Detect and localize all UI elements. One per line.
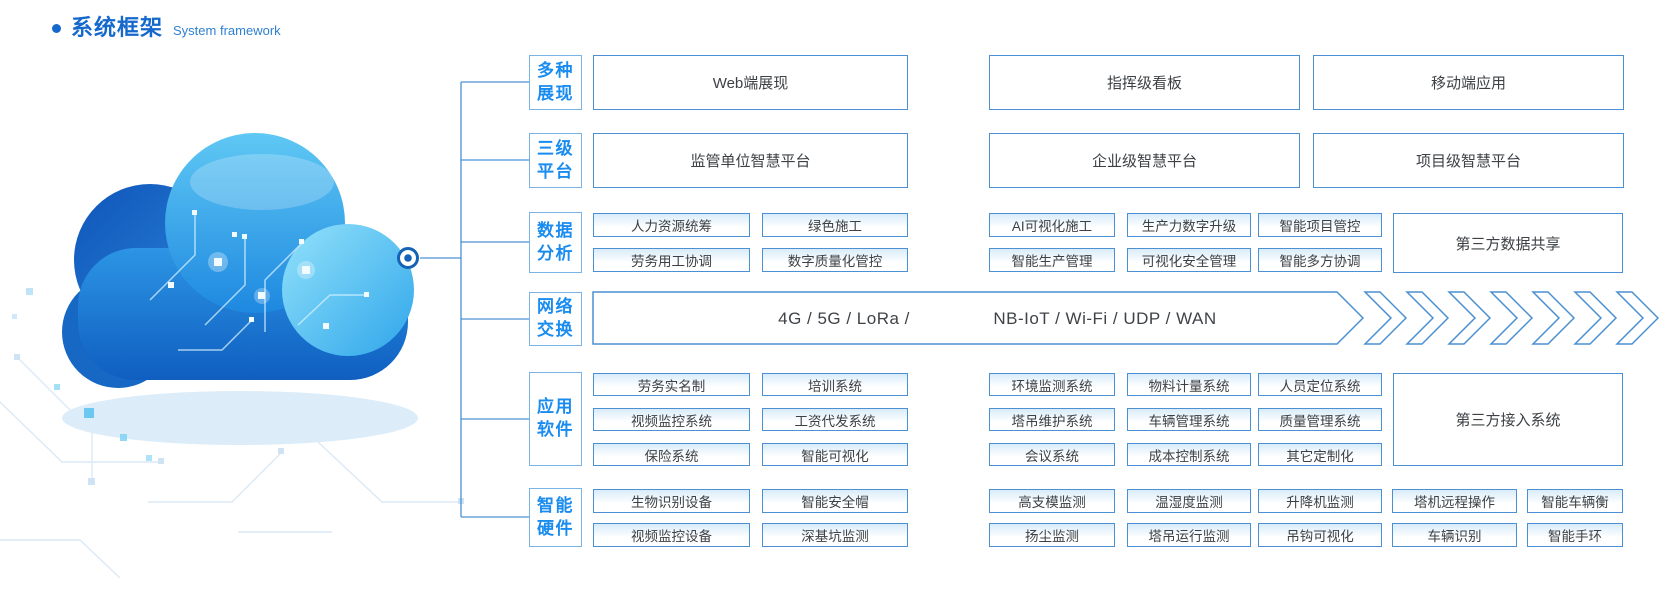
data-analysis-box: 人力资源统筹 <box>593 213 750 237</box>
section-title: 系统框架 System framework <box>52 10 281 42</box>
data-analysis-box: 数字质量化管控 <box>762 248 908 272</box>
hardware-box: 智能安全帽 <box>762 489 908 513</box>
network-protocols-right: NB-IoT / Wi-Fi / UDP / WAN <box>993 309 1217 328</box>
category-label-line: 平台 <box>537 161 574 181</box>
software-box: 保险系统 <box>593 443 750 466</box>
hardware-box: 智能手环 <box>1527 523 1623 547</box>
category-label-line: 分析 <box>537 243 574 263</box>
data-analysis-box: 劳务用工协调 <box>593 248 750 272</box>
title-en: System framework <box>173 23 281 38</box>
hardware-box: 视频监控设备 <box>593 523 750 547</box>
hardware-box: 温湿度监测 <box>1127 489 1251 513</box>
title-zh: 系统框架 <box>71 15 164 40</box>
category-label-line: 软件 <box>537 420 574 439</box>
data-analysis-box: 智能项目管控 <box>1258 213 1382 237</box>
software-box: 车辆管理系统 <box>1127 408 1251 431</box>
hardware-box: 高支模监测 <box>989 489 1115 513</box>
cloud-body <box>62 133 414 388</box>
display-box: Web端展现 <box>593 55 908 110</box>
third-party-data-share-box: 第三方数据共享 <box>1393 213 1623 273</box>
software-box: 智能可视化 <box>762 443 908 466</box>
connector-lines <box>420 81 529 518</box>
category-hardware: 智能硬件 <box>529 488 582 547</box>
category-label-line: 展现 <box>537 83 574 103</box>
network-arrow-bar <box>592 291 1365 345</box>
software-box: 质量管理系统 <box>1258 408 1382 431</box>
network-protocols-left: 4G / 5G / LoRa / <box>778 309 910 328</box>
software-box: 人员定位系统 <box>1258 373 1382 396</box>
hardware-box: 车辆识别 <box>1392 523 1517 547</box>
hardware-box: 塔机远程操作 <box>1392 489 1517 513</box>
category-label-line: 三级 <box>537 138 574 158</box>
data-analysis-box: 生产力数字升级 <box>1127 213 1251 237</box>
software-box: 成本控制系统 <box>1127 443 1251 466</box>
data-analysis-box: 绿色施工 <box>762 213 908 237</box>
category-label-line: 应用 <box>537 397 574 417</box>
hardware-box: 智能车辆衡 <box>1527 489 1623 513</box>
software-box: 其它定制化 <box>1258 443 1382 466</box>
cloud-shadow <box>62 391 418 445</box>
hardware-box: 升降机监测 <box>1258 489 1382 513</box>
third-party-access-box: 第三方接入系统 <box>1393 373 1623 466</box>
software-box: 劳务实名制 <box>593 373 750 396</box>
hub-ring-icon <box>397 247 419 269</box>
bullet-icon <box>52 23 61 33</box>
hardware-box: 吊钩可视化 <box>1258 523 1382 547</box>
software-box: 工资代发系统 <box>762 408 908 431</box>
floating-squares <box>12 288 152 461</box>
hardware-box: 生物识别设备 <box>593 489 750 513</box>
hardware-box: 深基坑监测 <box>762 523 908 547</box>
hardware-box: 扬尘监测 <box>989 523 1115 547</box>
category-data: 数据分析 <box>529 212 582 273</box>
data-analysis-box: 可视化安全管理 <box>1127 248 1251 272</box>
data-analysis-box: AI可视化施工 <box>989 213 1115 237</box>
software-box: 视频监控系统 <box>593 408 750 431</box>
platform-box: 项目级智慧平台 <box>1313 133 1624 188</box>
category-label-line: 智能 <box>537 495 574 515</box>
category-display: 多种展现 <box>529 55 582 110</box>
software-box: 物料计量系统 <box>1127 373 1251 396</box>
data-analysis-box: 智能多方协调 <box>1258 248 1382 272</box>
category-label-line: 多种 <box>537 60 574 80</box>
display-box: 移动端应用 <box>1313 55 1624 110</box>
category-software: 应用软件 <box>529 372 582 466</box>
category-platform: 三级平台 <box>529 133 582 188</box>
chevron-right-icons <box>1363 291 1660 345</box>
software-box: 会议系统 <box>989 443 1115 466</box>
category-label-line: 硬件 <box>537 518 574 538</box>
software-box: 环境监测系统 <box>989 373 1115 396</box>
category-network: 网络交换 <box>529 292 582 346</box>
category-label-line: 网络 <box>537 297 574 317</box>
display-box: 指挥级看板 <box>989 55 1300 110</box>
platform-box: 企业级智慧平台 <box>989 133 1300 188</box>
category-label-line: 交换 <box>537 320 574 339</box>
cloud-illustration <box>0 133 464 579</box>
category-label-line: 数据 <box>537 220 574 240</box>
cloud-glow-squares <box>168 210 369 329</box>
cloud-circuit-traces <box>149 213 367 351</box>
hardware-box: 塔吊运行监测 <box>1127 523 1251 547</box>
data-analysis-box: 智能生产管理 <box>989 248 1115 272</box>
software-box: 塔吊维护系统 <box>989 408 1115 431</box>
platform-box: 监管单位智慧平台 <box>593 133 908 188</box>
software-box: 培训系统 <box>762 373 908 396</box>
